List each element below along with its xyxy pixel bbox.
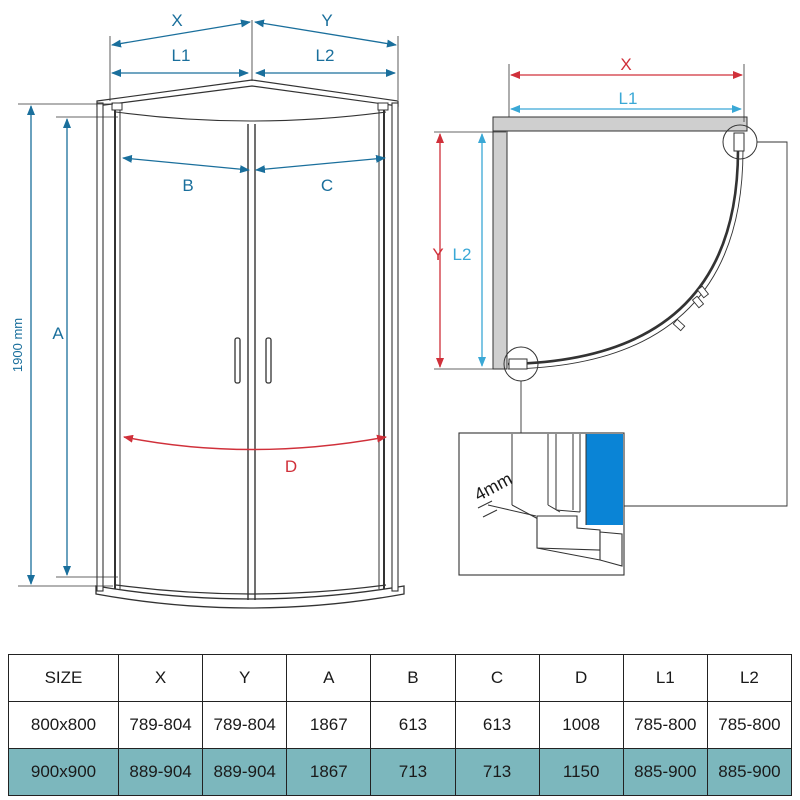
left-door-handle [234, 337, 241, 384]
table-header-cell: L1 [622, 654, 708, 702]
table-cell: 613 [370, 701, 456, 749]
table-header-cell: A [286, 654, 372, 702]
table-cell: 800x800 [8, 701, 119, 749]
dimension-d-arc [123, 434, 387, 451]
plan-label-x: X [620, 55, 631, 74]
table-header-cell: Y [202, 654, 288, 702]
front-view: X Y L1 L2 B C A D 1900 mm [10, 11, 405, 609]
table-cell: 713 [370, 748, 456, 796]
table-cell: 613 [454, 701, 540, 749]
label-x: X [171, 11, 182, 30]
top-frame [96, 79, 399, 107]
table-cell: 885-900 [622, 748, 708, 796]
table-cell: 889-904 [117, 748, 204, 796]
table-header-cell: C [454, 654, 540, 702]
plan-view: X L1 Y L2 [432, 55, 758, 382]
label-d: D [285, 457, 297, 476]
table-cell: 1867 [286, 748, 372, 796]
height-label: 1900 mm [10, 318, 25, 372]
table-cell: 785-800 [622, 701, 708, 749]
shower-tray [95, 585, 405, 609]
label-l1: L1 [172, 46, 191, 65]
side-wall [492, 130, 508, 370]
right-post [391, 102, 399, 592]
plan-label-l1: L1 [619, 89, 638, 108]
label-a: A [52, 324, 64, 343]
table-cell: 789-804 [117, 701, 204, 749]
table-cell: 789-804 [202, 701, 288, 749]
table-cell: 1150 [538, 748, 624, 796]
table-header-cell: D [538, 654, 624, 702]
table-header-cell: SIZE [8, 654, 119, 702]
table-header-cell: B [370, 654, 456, 702]
label-c: C [321, 176, 333, 195]
left-post [96, 102, 104, 592]
label-y: Y [321, 11, 332, 30]
label-b: B [182, 176, 193, 195]
detail-glass-panel [586, 434, 623, 525]
plan-label-l2: L2 [453, 245, 472, 264]
plan-label-y: Y [432, 245, 443, 264]
table-cell: 900x900 [8, 748, 119, 796]
table-header-cell: X [117, 654, 204, 702]
table-cell: 1867 [286, 701, 372, 749]
back-wall [492, 116, 748, 132]
right-door-handle [265, 337, 272, 384]
detail-callout: 4mm [458, 141, 788, 576]
table-cell: 1008 [538, 701, 624, 749]
table-cell: 785-800 [706, 701, 793, 749]
table-header-cell: L2 [706, 654, 793, 702]
label-l2: L2 [316, 46, 335, 65]
table-cell: 889-904 [202, 748, 288, 796]
table-cell: 713 [454, 748, 540, 796]
table-cell: 885-900 [706, 748, 793, 796]
shower-diagram: X Y L1 L2 B C A D 1900 mm [10, 11, 788, 609]
curved-door [507, 149, 740, 366]
